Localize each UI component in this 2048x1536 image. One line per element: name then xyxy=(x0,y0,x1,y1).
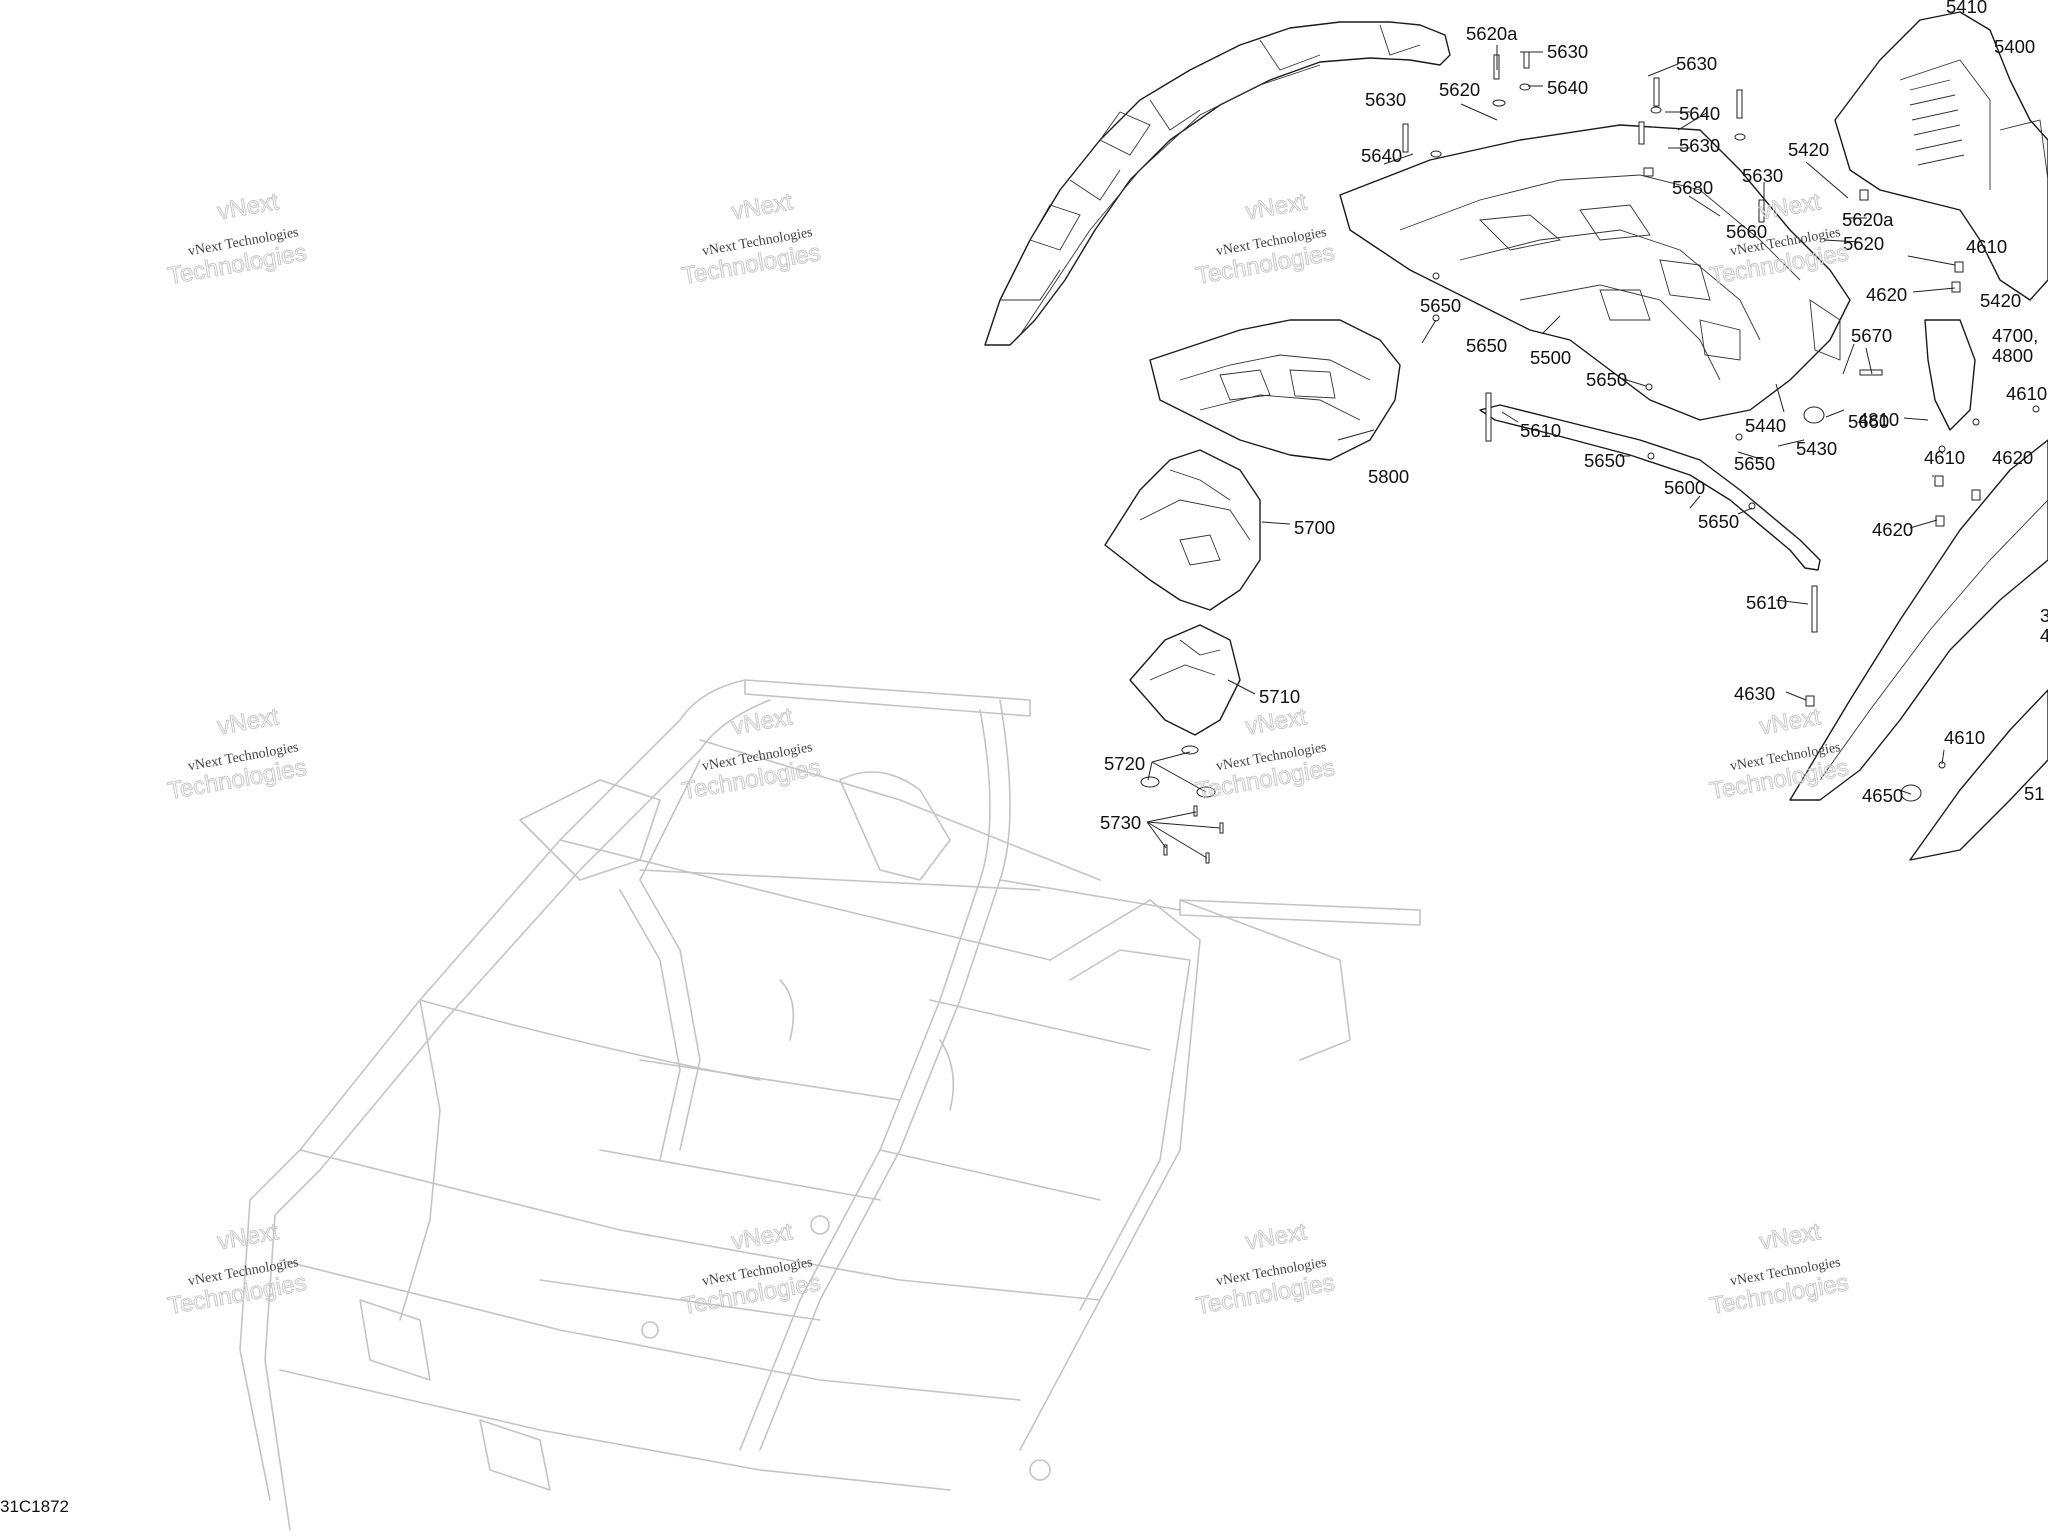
callout-4610-d: 4610 xyxy=(1944,727,1985,748)
svg-text:vNext: vNext xyxy=(1243,703,1308,740)
svg-text:vNext: vNext xyxy=(215,703,280,740)
callout-5630-c: 5630 xyxy=(1676,53,1717,74)
callout-5660-a: 5660 xyxy=(1726,221,1767,242)
callout-4610-c: 4610 xyxy=(1924,447,1965,468)
callout-51: 51 xyxy=(2024,783,2045,804)
callout-5720: 5720 xyxy=(1104,753,1145,774)
callout-5610-b: 5610 xyxy=(1746,592,1787,613)
callout-5420-right: 5420 xyxy=(1980,290,2021,311)
drawing-number: 31C1872 xyxy=(0,1497,69,1516)
callout-5610-a: 5610 xyxy=(1520,420,1561,441)
callout-5440: 5440 xyxy=(1745,415,1786,436)
callout-4620-a: 4620 xyxy=(1866,284,1907,305)
svg-text:vNext: vNext xyxy=(1757,188,1822,225)
rear-cargo-tub xyxy=(1339,124,1851,421)
rear-fender-assembly xyxy=(984,21,1451,346)
svg-text:vNext: vNext xyxy=(1243,1218,1308,1255)
svg-text:vNext: vNext xyxy=(1243,188,1308,225)
callout-5640-b: 5640 xyxy=(1361,145,1402,166)
side-rail-panel xyxy=(1789,319,2048,861)
callout-4: 4 xyxy=(2040,625,2048,646)
callout-4700: 4700, xyxy=(1992,325,2038,346)
callout-5600: 5600 xyxy=(1664,477,1705,498)
callout-4610-b: 4610 xyxy=(2006,383,2047,404)
callout-5630-e: 5630 xyxy=(1742,165,1783,186)
svg-text:vNext: vNext xyxy=(215,188,280,225)
callout-4810: 4810 xyxy=(1858,409,1899,430)
callout-5800: 5800 xyxy=(1368,466,1409,487)
rear-bar-5600 xyxy=(1479,404,1821,571)
callout-4620-c: 4620 xyxy=(1872,519,1913,540)
callout-3: 3 xyxy=(2040,605,2048,626)
callout-5680: 5680 xyxy=(1672,177,1713,198)
svg-text:vNext: vNext xyxy=(729,1218,794,1255)
callout-5650-b: 5650 xyxy=(1466,335,1507,356)
console-cover-5700 xyxy=(1104,449,1261,611)
callout-5640-c: 5640 xyxy=(1679,103,1720,124)
callout-5620: 5620 xyxy=(1439,79,1480,100)
svg-text:vNext: vNext xyxy=(729,703,794,740)
callout-5700: 5700 xyxy=(1294,517,1335,538)
callout-5630-b: 5630 xyxy=(1365,89,1406,110)
leader-lines xyxy=(1146,45,1956,859)
callout-4610-a: 4610 xyxy=(1966,236,2007,257)
callout-5430: 5430 xyxy=(1796,438,1837,459)
callout-5650-a: 5650 xyxy=(1420,295,1461,316)
callout-5660-b: 5660 xyxy=(1848,411,1889,432)
callout-5710: 5710 xyxy=(1259,686,1300,707)
callout-4800: 4800 xyxy=(1992,345,2033,366)
callout-5640-a: 5640 xyxy=(1547,77,1588,98)
callout-5650-f: 5650 xyxy=(1698,511,1739,532)
svg-text:vNext: vNext xyxy=(1757,1218,1822,1255)
callout-4630: 4630 xyxy=(1734,683,1775,704)
callout-5630-a: 5630 xyxy=(1547,41,1588,62)
callout-labels: 5620a 5630 5640 5630 5620 5640 5630 5640… xyxy=(1100,0,2048,833)
callout-4620-b: 4620 xyxy=(1992,447,2033,468)
rear-side-panel xyxy=(1834,11,2048,301)
callout-5500: 5500 xyxy=(1530,347,1571,368)
callout-5400: 5400 xyxy=(1994,36,2035,57)
svg-text:vNext: vNext xyxy=(729,188,794,225)
callout-5410: 5410 xyxy=(1946,0,1987,17)
callout-4650: 4650 xyxy=(1862,785,1903,806)
svg-text:vNext: vNext xyxy=(215,1218,280,1255)
callout-5650-d: 5650 xyxy=(1584,450,1625,471)
callout-5650-e: 5650 xyxy=(1734,453,1775,474)
callout-5650-c: 5650 xyxy=(1586,369,1627,390)
storage-tray-5800 xyxy=(1149,319,1401,461)
callout-5670: 5670 xyxy=(1851,325,1892,346)
chassis-frame xyxy=(239,679,1421,1531)
callout-5620a-right: 5620a xyxy=(1842,209,1894,230)
callout-5420-top: 5420 xyxy=(1788,139,1829,160)
callout-5620a-top: 5620a xyxy=(1466,23,1518,44)
callout-5730: 5730 xyxy=(1100,812,1141,833)
callout-5630-d: 5630 xyxy=(1679,135,1720,156)
cover-5710 xyxy=(1129,624,1241,736)
svg-text:vNext: vNext xyxy=(1757,703,1822,740)
callout-5620-right: 5620 xyxy=(1843,233,1884,254)
